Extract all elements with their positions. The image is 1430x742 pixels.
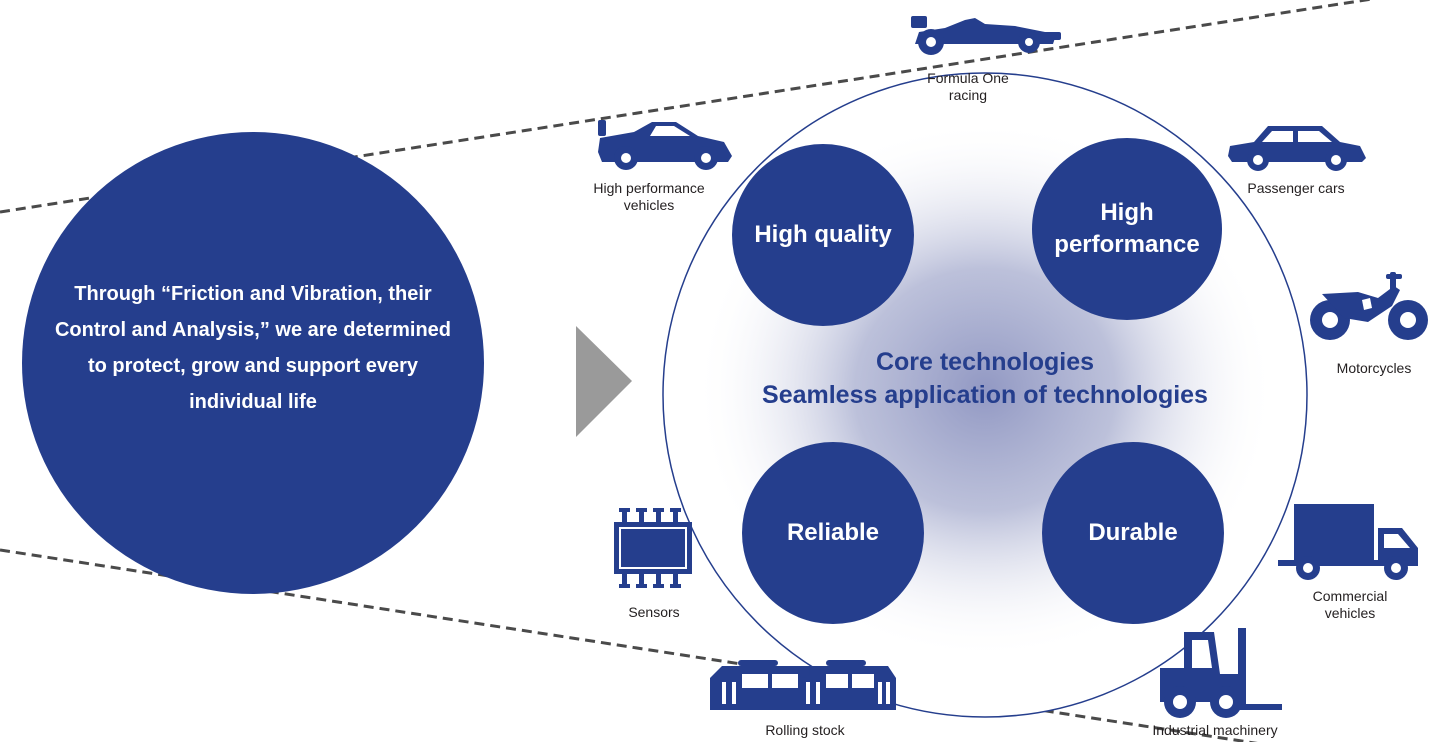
sedan-icon bbox=[1228, 126, 1366, 171]
mission-statement: Through “Friction and Vibration, their C… bbox=[54, 283, 452, 413]
forklift-icon bbox=[1160, 628, 1282, 718]
label-commercial-vehicles: Commercial vehicles bbox=[1312, 588, 1388, 621]
label-high-performance-vehicles: High performance vehicles bbox=[593, 180, 705, 213]
quality-circle-high-performance: High performance bbox=[1032, 138, 1222, 320]
label-industrial-machinery: Industrial machinery bbox=[1152, 722, 1278, 738]
right-arrow bbox=[576, 326, 632, 437]
quality-circle-high-quality: High quality bbox=[732, 144, 914, 326]
core-subtitle: Seamless application of technologies bbox=[762, 381, 1208, 409]
label-formula-one: Formula One racing bbox=[927, 70, 1009, 103]
quality-label-high-performance: High performance bbox=[1054, 199, 1200, 258]
sensor-chip-icon bbox=[614, 508, 692, 588]
quality-label-durable: Durable bbox=[1088, 519, 1178, 546]
mission-circle: Through “Friction and Vibration, their C… bbox=[22, 132, 484, 594]
train-icon bbox=[710, 660, 896, 710]
quality-label-high-quality: High quality bbox=[754, 221, 892, 248]
quality-circle-durable: Durable bbox=[1042, 442, 1224, 624]
race-car-icon bbox=[911, 16, 1061, 55]
quality-label-reliable: Reliable bbox=[786, 519, 880, 546]
sports-car-icon bbox=[598, 120, 732, 170]
label-passenger-cars: Passenger cars bbox=[1247, 180, 1345, 196]
core-title: Core technologies bbox=[875, 348, 1095, 376]
truck-icon bbox=[1278, 504, 1418, 580]
motorcycle-icon bbox=[1310, 272, 1428, 340]
label-rolling-stock: Rolling stock bbox=[765, 722, 845, 738]
label-sensors: Sensors bbox=[628, 604, 680, 620]
core-technologies-text: Core technologies Seamless application o… bbox=[720, 346, 1250, 412]
label-motorcycles: Motorcycles bbox=[1336, 360, 1412, 376]
quality-circle-reliable: Reliable bbox=[742, 442, 924, 624]
